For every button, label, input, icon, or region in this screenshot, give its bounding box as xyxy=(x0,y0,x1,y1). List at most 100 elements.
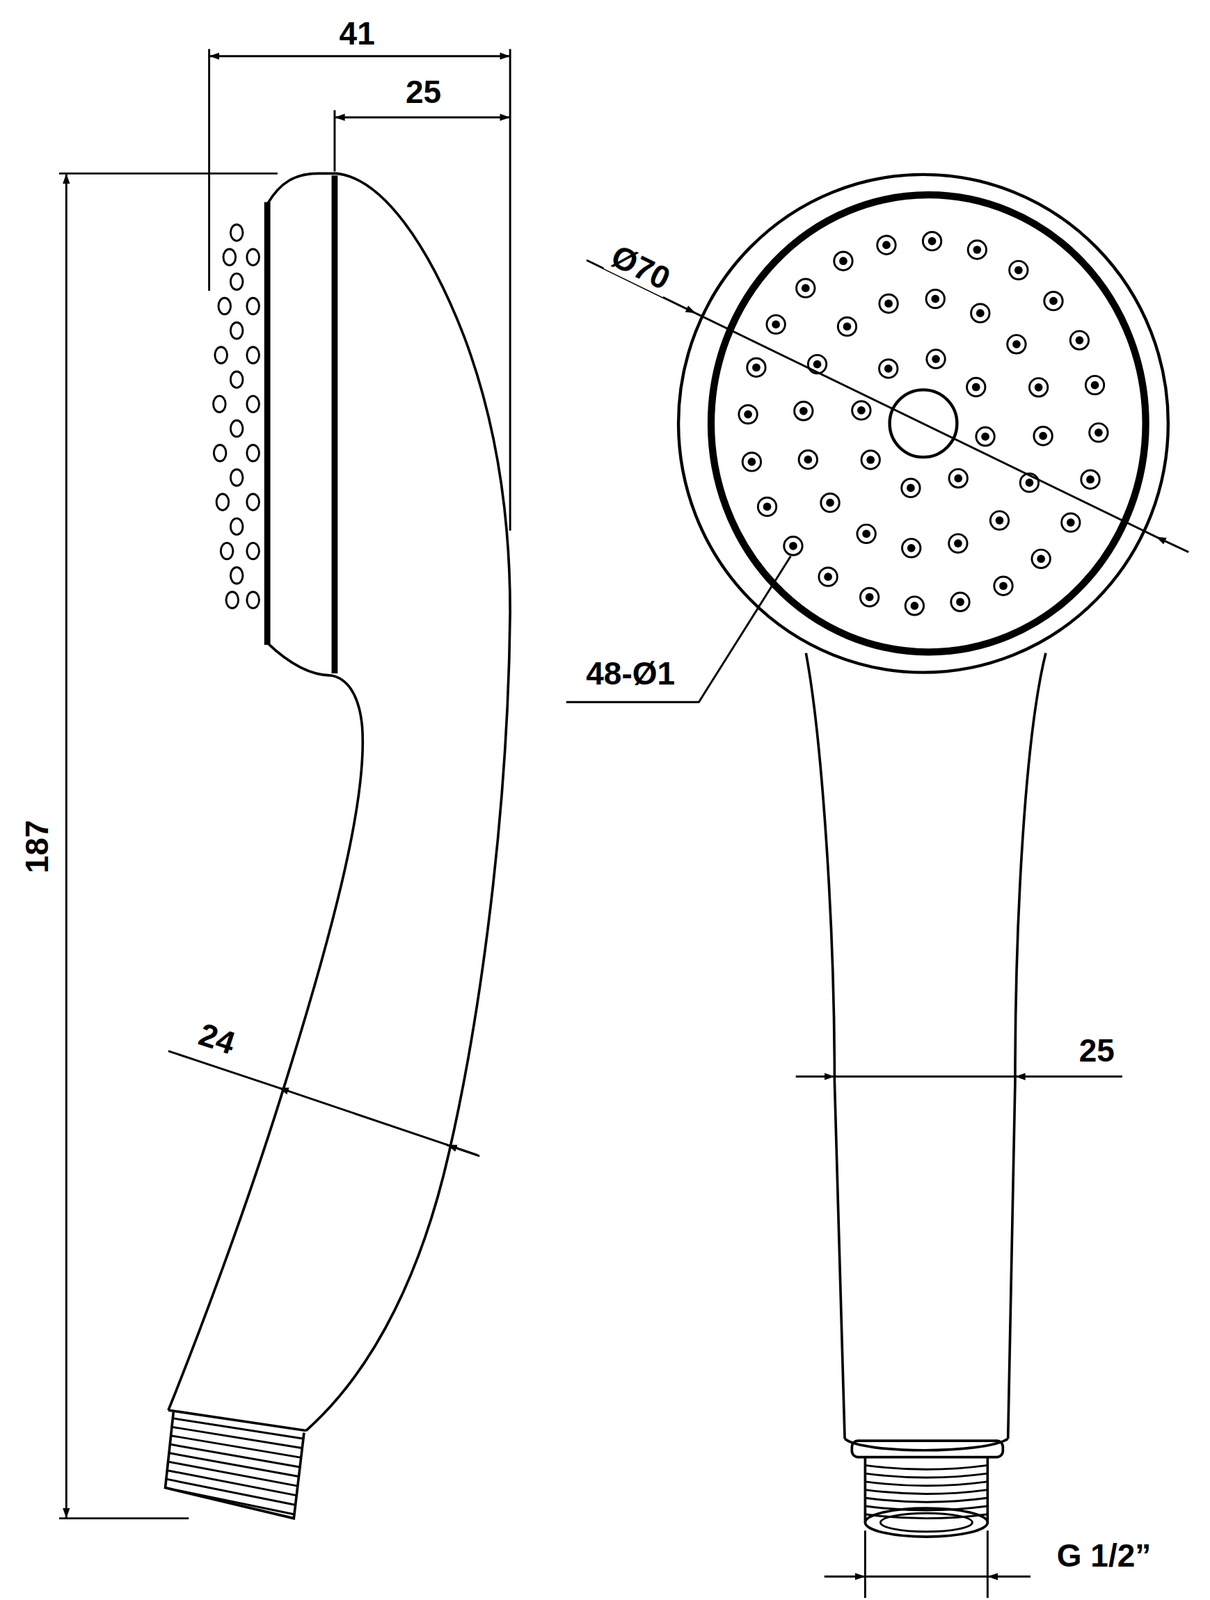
nozzle-hole xyxy=(1014,265,1023,275)
nozzle-hole xyxy=(825,498,835,508)
nozzle-hole xyxy=(1091,381,1100,390)
nozzle xyxy=(1061,513,1080,532)
nozzle xyxy=(213,395,227,412)
nozzle xyxy=(951,592,970,611)
nozzle xyxy=(230,567,243,584)
nozzle-hole xyxy=(1075,336,1085,345)
nozzle xyxy=(738,404,758,424)
nozzle-hole xyxy=(803,455,813,465)
nozzle xyxy=(216,494,229,511)
nozzle xyxy=(1089,423,1108,442)
nozzle xyxy=(1007,335,1026,354)
nozzle xyxy=(1031,549,1050,568)
nozzle xyxy=(784,537,803,556)
nozzle-group xyxy=(213,224,260,609)
nozzle xyxy=(926,349,945,369)
nozzle-hole xyxy=(789,542,798,551)
nozzle xyxy=(230,518,243,535)
nozzle xyxy=(247,592,260,609)
nozzle xyxy=(747,358,766,377)
nozzle-hole xyxy=(1086,475,1095,484)
dimension-value: 25 xyxy=(1076,1033,1118,1069)
nozzle xyxy=(218,297,232,314)
nozzle-hole xyxy=(752,363,761,372)
nozzle xyxy=(230,322,243,339)
nozzle xyxy=(1044,292,1063,311)
nozzle xyxy=(949,534,968,553)
nozzle-hole xyxy=(910,601,920,611)
nozzle-hole xyxy=(953,539,963,548)
nozzle xyxy=(860,587,879,607)
nozzle xyxy=(1009,260,1028,280)
nozzle-hole xyxy=(763,503,772,512)
nozzle-hole xyxy=(823,572,833,581)
nozzle xyxy=(852,401,871,420)
thread-line xyxy=(864,1482,988,1487)
nozzle xyxy=(247,445,260,462)
nozzle xyxy=(902,539,921,558)
callout-label: 48-Ø1 xyxy=(583,656,678,691)
nozzle xyxy=(794,402,813,421)
nozzle xyxy=(967,240,986,259)
nozzle xyxy=(796,279,815,298)
nozzle-hole xyxy=(930,295,940,304)
nozzle xyxy=(213,445,227,462)
nozzle xyxy=(818,567,838,586)
dimension-value: 41 xyxy=(336,16,378,51)
nozzle xyxy=(976,427,995,446)
nozzle xyxy=(230,371,243,388)
nozzle-hole xyxy=(1066,518,1076,527)
nozzle-hole xyxy=(865,593,874,602)
nozzle-hole xyxy=(884,364,893,373)
nozzle-hole xyxy=(976,308,985,318)
nozzle-hole xyxy=(1038,432,1048,441)
nozzle xyxy=(905,596,924,616)
nozzle xyxy=(990,511,1009,530)
nozzle xyxy=(1033,427,1053,446)
nozzle xyxy=(247,347,260,364)
nozzle-hole xyxy=(813,360,822,369)
nozzle-hole xyxy=(907,544,916,553)
nozzle-hole xyxy=(799,407,808,416)
nozzle xyxy=(766,315,785,334)
nozzle-hole xyxy=(995,516,1005,525)
thread-line xyxy=(864,1498,988,1503)
nozzle xyxy=(223,249,236,266)
thread-line xyxy=(165,1488,295,1515)
nozzle-hole xyxy=(1036,554,1046,563)
nozzle xyxy=(879,359,898,378)
nozzle-hole xyxy=(884,299,893,309)
nozzle-hole xyxy=(839,256,848,266)
thread-line xyxy=(173,1418,305,1439)
nozzle-hole xyxy=(1012,340,1021,349)
nozzle-hole xyxy=(771,320,780,329)
nozzle-hole xyxy=(981,432,990,442)
nozzle xyxy=(861,450,880,469)
nozzle-hole xyxy=(743,410,753,419)
thread-line xyxy=(864,1490,988,1495)
nozzle xyxy=(230,420,243,437)
nozzle xyxy=(926,289,945,308)
nozzle-hole xyxy=(862,529,871,538)
nozzle-hole xyxy=(866,455,875,465)
thread xyxy=(864,1465,988,1519)
nozzle-hole xyxy=(972,245,982,254)
nozzle xyxy=(949,468,968,488)
nozzle xyxy=(971,304,990,323)
nozzle xyxy=(230,224,243,241)
nozzle-hole xyxy=(956,597,965,607)
nozzle-hole xyxy=(747,457,757,467)
nozzle-hole xyxy=(1034,383,1044,392)
nozzle xyxy=(247,542,260,559)
nozzle-hole xyxy=(906,484,915,493)
thread xyxy=(165,1418,305,1515)
nozzle xyxy=(967,377,986,396)
nozzle xyxy=(742,452,761,472)
nozzle xyxy=(230,273,243,290)
nozzle-hole xyxy=(928,237,937,246)
thread-line xyxy=(171,1436,302,1459)
dimension-value: G 1/2” xyxy=(1054,1538,1155,1574)
nozzle-hole xyxy=(972,383,981,392)
nozzle-hole xyxy=(843,322,852,332)
